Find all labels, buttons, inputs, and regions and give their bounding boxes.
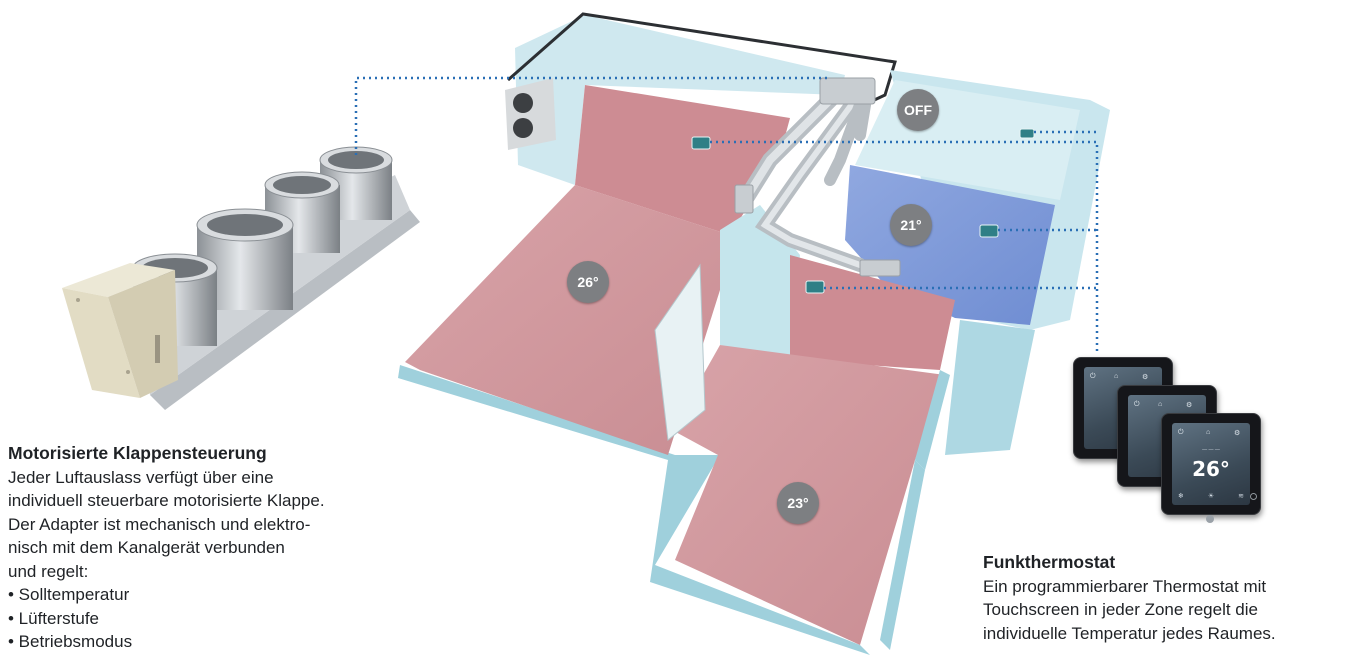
home-icon: ⌂ xyxy=(1206,429,1211,436)
thermostat-description: Funkthermostat Ein programmierbarer Ther… xyxy=(983,551,1276,645)
damper-heading: Motorisierte Klappensteuerung xyxy=(8,443,267,463)
damper-bullet: • Betriebsmodus xyxy=(8,632,133,651)
damper-text-line: Der Adapter ist mechanisch und elektro- xyxy=(8,514,311,534)
thermostat-temperature: 26° xyxy=(1192,457,1230,481)
thermostat-text-line: Touchscreen in jeder Zone regelt die xyxy=(983,600,1258,619)
motorized-damper-unit xyxy=(62,146,420,410)
building-model xyxy=(398,12,1110,655)
damper-text-line: Jeder Luftauslass verfügt über eine xyxy=(8,467,274,487)
zone-thermostat-21 xyxy=(979,224,999,238)
damper-text-line: und regelt: xyxy=(8,561,89,581)
thermostat-device-front: ⏻ ⌂ ⚙ — — — 26° ❄☀≋ xyxy=(1161,413,1261,523)
outdoor-unit xyxy=(505,78,556,150)
ductwork xyxy=(734,77,901,277)
damper-bullet: • Lüfterstufe xyxy=(8,608,100,628)
power-icon: ⏻ xyxy=(1178,429,1184,436)
zone-thermostat-off xyxy=(1019,128,1035,139)
zone-thermostat-23 xyxy=(805,280,825,294)
zone-badge-21: 21° xyxy=(890,204,932,246)
zone-badge-23: 23° xyxy=(777,482,819,524)
damper-text-line: individuell steuerbare motorisierte Klap… xyxy=(8,491,325,510)
control-box xyxy=(62,263,178,398)
gear-icon: ⚙ xyxy=(1234,430,1241,437)
thermostat-text-line: Ein programmierbarer Thermostat mit xyxy=(983,576,1267,596)
brand-logo-icon xyxy=(1206,515,1214,523)
zone-badge-off: OFF xyxy=(897,89,939,131)
thermostat-heading: Funkthermostat xyxy=(983,552,1116,572)
damper-bullet: • Solltemperatur xyxy=(8,585,130,604)
zone-floor-26 xyxy=(405,185,730,455)
thermostat-bottom-icons: ❄☀≋ xyxy=(1178,493,1244,500)
thermostat-text-line: individuelle Temperatur jedes Raumes. xyxy=(983,623,1276,643)
thermostat-button xyxy=(1250,493,1257,500)
damper-description: Motorisierte Klappensteuerung Jeder Luft… xyxy=(8,442,325,654)
zone-thermostat-markers xyxy=(691,128,1035,294)
display-caption-decor: — — — xyxy=(1202,447,1220,453)
zone-thermostat-26 xyxy=(691,136,711,150)
connector-lines xyxy=(354,76,1099,355)
zone-badge-26: 26° xyxy=(567,261,609,303)
damper-text-line: nisch mit dem Kanalgerät verbunden xyxy=(8,538,285,557)
zone-wall-23 xyxy=(790,255,955,370)
